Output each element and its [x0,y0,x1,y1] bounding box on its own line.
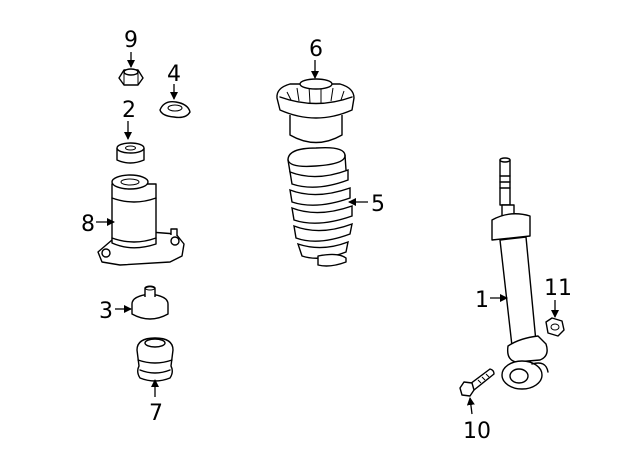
part-4-washer [159,100,191,119]
part-7-jounce-bumper [136,337,174,382]
part-3-bump-stop [131,285,169,320]
callout-3: 3 [99,299,113,324]
callout-11: 11 [544,276,572,301]
part-10-bolt [459,368,495,397]
part-5-coil-spring [287,146,353,267]
callout-1: 1 [475,288,489,313]
callout-9: 9 [124,28,138,53]
part-1-shock-absorber [491,157,549,390]
callout-6: 6 [309,37,323,62]
part-9-nut [118,68,144,86]
callout-7: 7 [149,401,163,426]
callout-8: 8 [81,212,95,237]
callout-10: 10 [463,419,491,444]
leader-arrows [96,52,559,415]
part-8-boot-mount [97,174,185,266]
callout-5: 5 [371,192,385,217]
callout-4: 4 [167,62,181,87]
part-6-spring-seat [276,78,355,144]
part-2-bushing [116,142,145,164]
part-11-nut [545,317,565,337]
callout-2: 2 [122,98,136,123]
